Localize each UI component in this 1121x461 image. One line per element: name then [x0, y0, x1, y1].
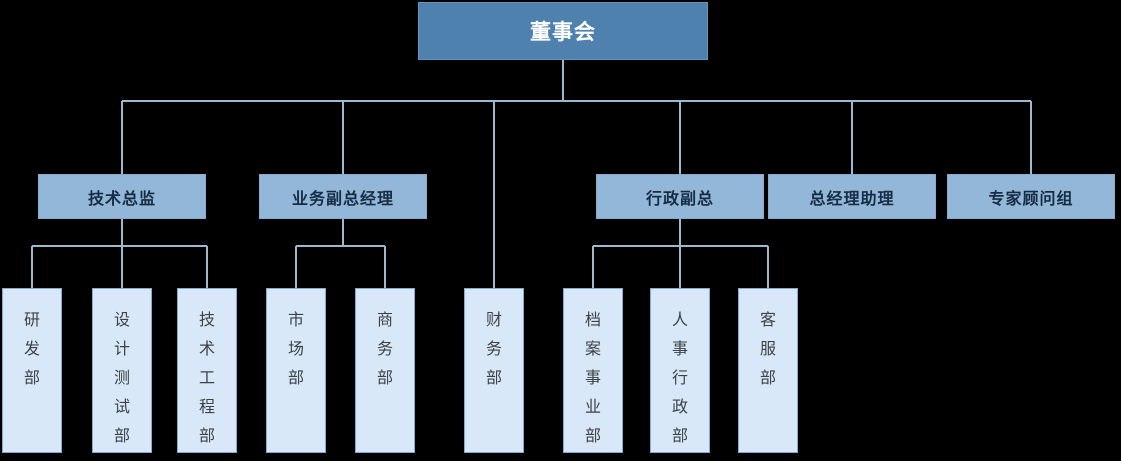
- node-marketing-dept: 市场部: [266, 288, 326, 453]
- node-commerce-dept: 商务部: [355, 288, 415, 453]
- node-hr-admin-dept: 人事行政部: [650, 288, 710, 453]
- node-expert-advisory-group: 专家顾问组: [947, 174, 1115, 219]
- node-rnd-dept: 研发部: [2, 288, 62, 453]
- node-board-of-directors: 董事会: [418, 2, 708, 60]
- node-technical-director: 技术总监: [38, 174, 206, 219]
- node-finance-dept: 财务部: [464, 288, 524, 453]
- node-archives-division: 档案事业部: [563, 288, 623, 453]
- node-admin-deputy: 行政副总: [596, 174, 764, 219]
- node-tech-engineering-dept: 技术工程部: [177, 288, 237, 453]
- node-design-test-dept: 设计测试部: [92, 288, 152, 453]
- node-gm-assistant: 总经理助理: [768, 174, 936, 219]
- node-customer-service-dept: 客服部: [738, 288, 798, 453]
- node-business-deputy-gm: 业务副总经理: [259, 174, 427, 219]
